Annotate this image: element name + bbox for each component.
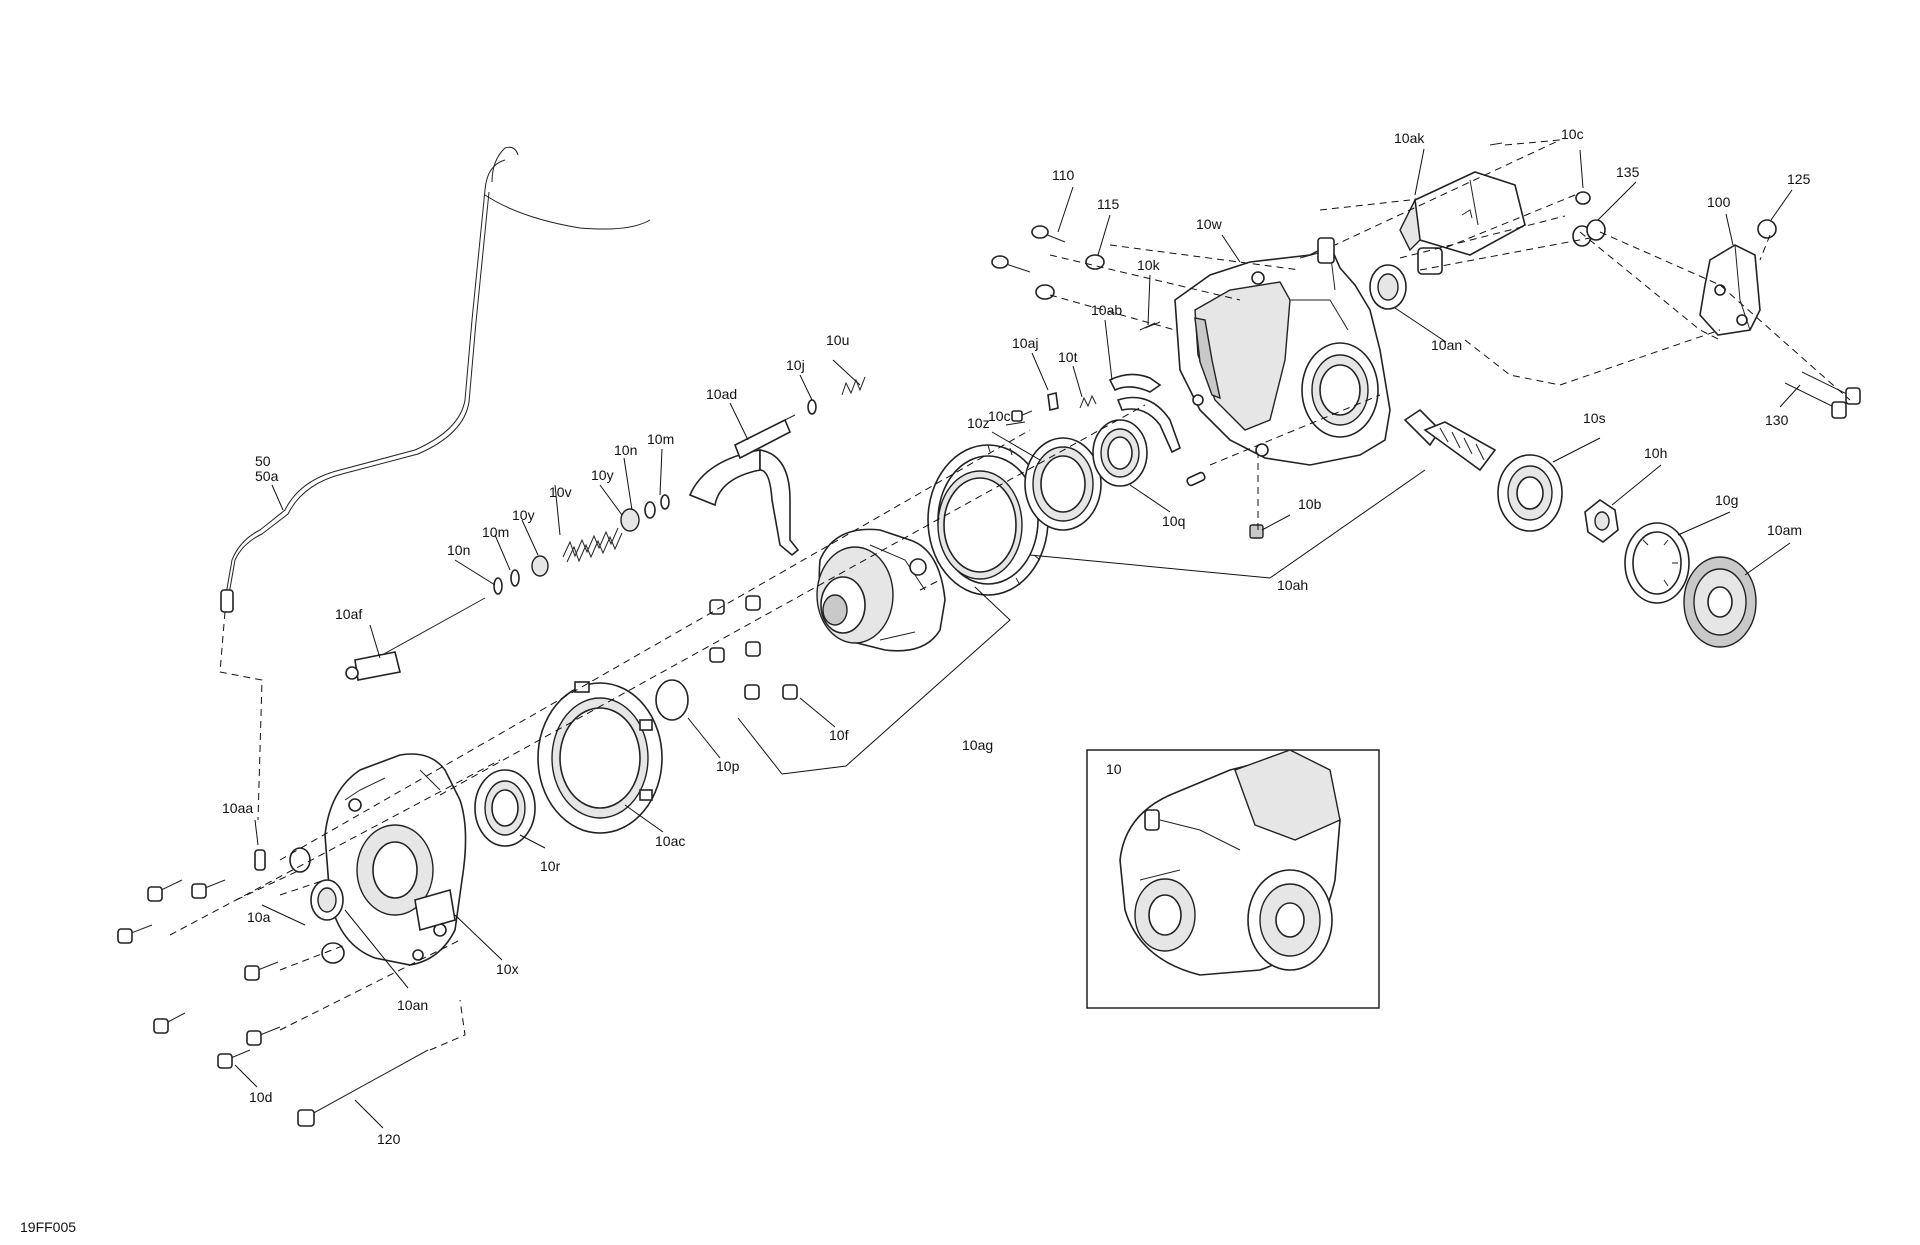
callout-10b: 10b [1298, 496, 1322, 512]
callout-10t: 10t [1058, 349, 1078, 365]
seal-10am [1683, 556, 1757, 648]
bolts-10d-left [117, 879, 281, 1069]
callout-10ad: 10ad [706, 386, 737, 402]
callout-115: 115 [1097, 196, 1120, 212]
callout-10an-left: 10an [397, 997, 428, 1013]
callout-10n-1: 10n [447, 542, 470, 558]
callout-10n-2: 10n [614, 442, 637, 458]
fitting-10aa [254, 849, 266, 871]
callout-10ah: 10ah [1277, 577, 1308, 593]
callout-10s: 10s [1583, 410, 1606, 426]
bearing-10r [474, 769, 536, 847]
callout-labels: 50 50a 10af 10aa 10a 10an 10x 10d 120 10… [20, 126, 1811, 1235]
wiring-harness-part [220, 146, 651, 613]
leader-lines [234, 148, 1801, 1129]
callout-10y-2: 10y [591, 467, 614, 483]
callout-125: 125 [1787, 171, 1811, 187]
callout-10aj: 10aj [1012, 335, 1038, 351]
callout-10f: 10f [829, 727, 849, 743]
spring-stack-part [493, 494, 670, 595]
callout-10y-1: 10y [512, 507, 535, 523]
callout-120: 120 [377, 1131, 401, 1147]
long-bolt-120 [297, 1049, 429, 1127]
callout-10r: 10r [540, 858, 561, 874]
callout-10m-2: 10m [647, 431, 674, 447]
callout-10u: 10u [826, 332, 849, 348]
bearing-10q [1092, 419, 1148, 487]
callout-10ab: 10ab [1091, 302, 1122, 318]
callout-100: 100 [1707, 194, 1731, 210]
callout-10k: 10k [1137, 257, 1161, 273]
harness-leader [219, 611, 263, 821]
callout-10d: 10d [249, 1089, 272, 1105]
callout-10w: 10w [1196, 216, 1223, 232]
callout-10v: 10v [549, 484, 572, 500]
callout-110: 110 [1052, 167, 1075, 183]
ring-10g [1624, 522, 1690, 604]
callout-10ac: 10ac [655, 833, 685, 849]
figure-code: 19FF005 [20, 1219, 76, 1235]
inset-assembled-view [1086, 749, 1380, 1009]
callout-10m-1: 10m [482, 524, 509, 540]
callout-10j: 10j [786, 357, 805, 373]
callout-10z: 10z [967, 415, 990, 431]
inset-label: 10 [1106, 761, 1122, 777]
bolts-10f [709, 595, 798, 700]
shift-shaft-part [345, 597, 486, 681]
callout-10h: 10h [1644, 445, 1667, 461]
dowel-pin [1186, 471, 1206, 487]
shift-fork-part [688, 376, 866, 557]
ring-gear-10ah [927, 444, 1049, 596]
assembly-axes [169, 139, 1851, 1051]
callout-10a: 10a [247, 909, 271, 925]
callout-10af: 10af [335, 606, 362, 622]
small-parts-cluster [1011, 322, 1181, 454]
actuator-10ak [1369, 171, 1526, 310]
callout-135: 135 [1616, 164, 1640, 180]
bolts-110-115 [991, 225, 1161, 329]
callout-10x: 10x [496, 961, 519, 977]
hub-10z [1024, 437, 1102, 531]
nut-10h [1584, 499, 1619, 543]
callout-10q: 10q [1162, 513, 1185, 529]
callout-10am: 10am [1767, 522, 1802, 538]
callout-10aa: 10aa [222, 800, 253, 816]
plug-10b [1249, 524, 1264, 539]
callout-10ag: 10ag [962, 737, 993, 753]
callout-10c-right: 10c [1561, 126, 1584, 142]
callout-50: 50 [255, 453, 271, 469]
callout-130: 130 [1765, 412, 1789, 428]
differential-10ag [816, 528, 946, 652]
bolts-130 [1784, 371, 1861, 419]
bracket-100 [1699, 244, 1761, 336]
callout-50a: 50a [255, 468, 279, 484]
nuts-135-125 [1572, 191, 1777, 247]
seal-10an-left [310, 879, 344, 921]
main-housing-10w [1174, 237, 1391, 466]
callout-10g: 10g [1715, 492, 1738, 508]
o-ring-10p [655, 679, 689, 721]
callout-10p: 10p [716, 758, 740, 774]
clutch-ring-10ac [537, 681, 663, 834]
callout-10c-left: 10c [988, 408, 1011, 424]
callout-10ak: 10ak [1394, 130, 1425, 146]
left-cover-part [324, 753, 467, 966]
callout-10an-right: 10an [1431, 337, 1462, 353]
bearing-10s [1497, 454, 1563, 532]
pinion-shaft [1403, 408, 1497, 472]
